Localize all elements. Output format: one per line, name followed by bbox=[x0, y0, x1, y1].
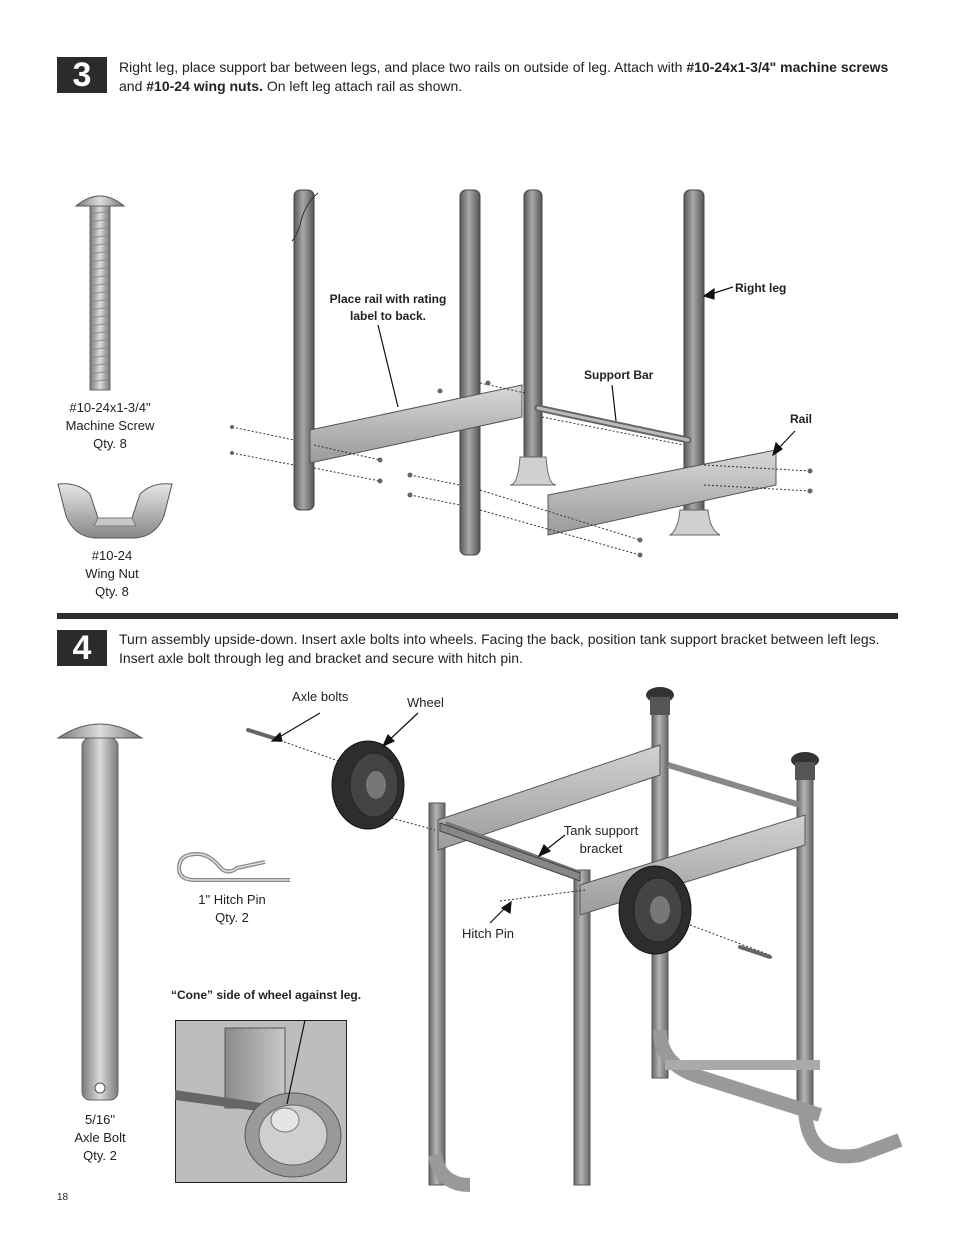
page-number: 18 bbox=[57, 1192, 69, 1203]
callout-right-leg: Right leg bbox=[735, 281, 787, 295]
machine-screw-illustration bbox=[74, 195, 126, 391]
step-4-instructions: Turn assembly upside-down. Insert axle b… bbox=[119, 630, 919, 668]
callout-rating-label: Place rail with rating label to back. bbox=[318, 291, 458, 325]
step-3-text-and: and bbox=[119, 78, 147, 94]
callout-hitch-pin: Hitch Pin bbox=[462, 926, 515, 941]
callout-wheel: Wheel bbox=[407, 695, 444, 710]
callout-tank-support-line1: Tank support bbox=[563, 823, 639, 838]
cone-note: “Cone” side of wheel against leg. bbox=[171, 988, 362, 1002]
step-4-assembly-diagram bbox=[246, 687, 903, 1192]
section-divider bbox=[57, 613, 898, 619]
step-4-number: 4 bbox=[57, 630, 107, 666]
hitch-pin-size: 1" Hitch Pin bbox=[198, 892, 266, 907]
callout-rail: Rail bbox=[790, 412, 813, 426]
wing-nut-qty: Qty. 8 bbox=[95, 584, 129, 599]
step-4-text-line1: Turn assembly upside-down. Insert axle b… bbox=[119, 631, 880, 647]
machine-screw-size: #10-24x1-3/4" bbox=[69, 400, 151, 415]
hitch-pin-qty: Qty. 2 bbox=[215, 910, 249, 925]
axle-bolt-qty: Qty. 2 bbox=[83, 1148, 117, 1163]
hitch-pin-illustration bbox=[176, 851, 290, 882]
wing-nut-size: #10-24 bbox=[91, 548, 133, 563]
callout-tank-support-line2: bracket bbox=[579, 841, 623, 856]
callout-rating-label-line2: label to back. bbox=[349, 309, 427, 323]
callout-support-bar: Support Bar bbox=[584, 368, 654, 382]
machine-screw-qty: Qty. 8 bbox=[93, 436, 127, 451]
step-3-number: 3 bbox=[57, 57, 107, 93]
axle-bolt-size: 5/16" bbox=[85, 1112, 115, 1127]
wing-nut-illustration bbox=[57, 483, 173, 539]
step-3-assembly-diagram bbox=[230, 189, 813, 558]
wheel-cone-detail-inset bbox=[175, 1019, 347, 1183]
axle-bolt-name: Axle Bolt bbox=[74, 1130, 126, 1145]
step-3-text-end: On left leg attach rail as shown. bbox=[262, 78, 463, 94]
machine-screw-label: #10-24x1-3/4" Machine Screw Qty. 8 bbox=[50, 399, 170, 453]
step-3-text: Right leg, place support bar between leg… bbox=[119, 59, 687, 75]
step-3-wingnut-spec: #10-24 wing nuts. bbox=[146, 78, 263, 94]
callout-tank-support-bracket: Tank support bracket bbox=[556, 822, 646, 858]
machine-screw-name: Machine Screw bbox=[65, 418, 155, 433]
callout-rating-label-line1: Place rail with rating bbox=[329, 292, 447, 306]
step-3-screw-spec: #10-24x1-3/4" machine screws bbox=[686, 59, 889, 75]
step-4-text-line2: Insert axle bolt through leg and bracket… bbox=[119, 650, 523, 666]
axle-bolt-label: 5/16" Axle Bolt Qty. 2 bbox=[40, 1111, 160, 1165]
step-3-instructions: Right leg, place support bar between leg… bbox=[119, 58, 909, 96]
hitch-pin-label: 1" Hitch Pin Qty. 2 bbox=[172, 891, 292, 927]
wing-nut-label: #10-24 Wing Nut Qty. 8 bbox=[52, 547, 172, 601]
wing-nut-name: Wing Nut bbox=[85, 566, 139, 581]
axle-bolt-illustration bbox=[56, 723, 144, 1101]
callout-axle-bolts: Axle bolts bbox=[292, 689, 349, 704]
